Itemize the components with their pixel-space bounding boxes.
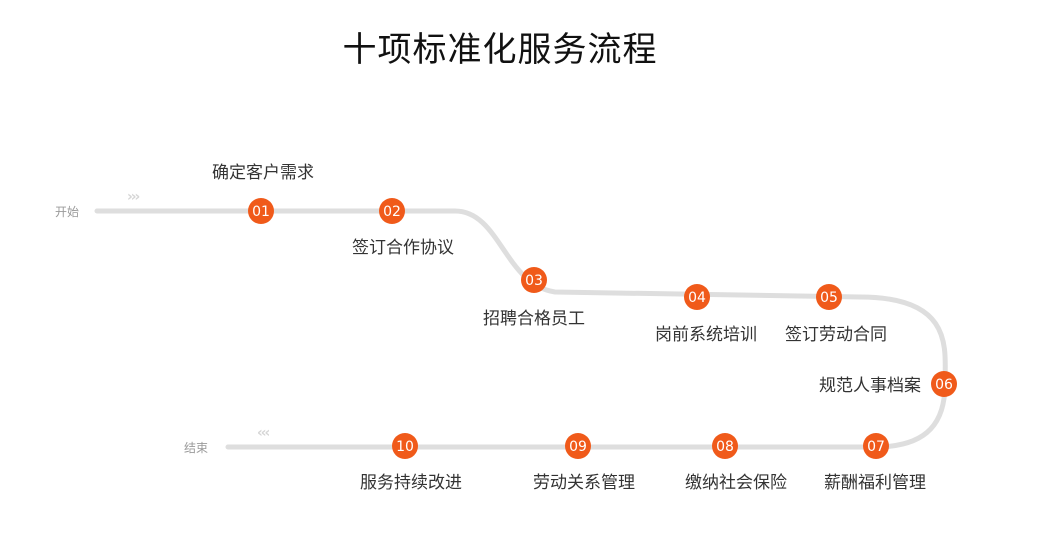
- step-05: 05 签订劳动合同: [785, 284, 887, 345]
- step-04: 04 岗前系统培训: [655, 284, 757, 345]
- flow-track: [94, 208, 948, 450]
- step-01: 01 确定客户需求: [212, 163, 314, 224]
- step-number: 05: [820, 290, 838, 306]
- step-label: 薪酬福利管理: [824, 473, 926, 493]
- step-number: 09: [569, 439, 587, 455]
- step-label: 服务持续改进: [360, 473, 462, 493]
- step-node: [816, 284, 842, 310]
- step-number: 07: [867, 439, 885, 455]
- step-number: 10: [396, 439, 414, 455]
- end-arrows-icon: ‹‹‹: [257, 425, 270, 441]
- step-node: [565, 433, 591, 459]
- step-node: [712, 433, 738, 459]
- step-node: [392, 433, 418, 459]
- step-label: 劳动关系管理: [533, 473, 635, 493]
- step-number: 01: [252, 204, 270, 220]
- step-number: 02: [383, 204, 401, 220]
- step-label: 签订合作协议: [352, 238, 454, 258]
- step-label: 签订劳动合同: [785, 325, 887, 345]
- step-09: 09 劳动关系管理: [533, 433, 635, 493]
- step-number: 03: [525, 273, 543, 289]
- step-node: [931, 371, 957, 397]
- step-label: 规范人事档案: [819, 376, 921, 396]
- step-label: 岗前系统培训: [655, 325, 757, 345]
- page-title: 十项标准化服务流程: [342, 30, 658, 70]
- end-label: 结束: [184, 441, 208, 455]
- step-03: 03 招聘合格员工: [483, 267, 585, 329]
- step-08: 08 缴纳社会保险: [685, 433, 787, 493]
- step-number: 04: [688, 290, 706, 306]
- step-label: 确定客户需求: [212, 163, 314, 183]
- step-node: [863, 433, 889, 459]
- step-10: 10 服务持续改进: [360, 433, 462, 493]
- start-arrows-icon: ›››: [127, 189, 140, 205]
- step-07: 07 薪酬福利管理: [824, 433, 926, 493]
- step-label: 招聘合格员工: [483, 309, 585, 329]
- step-label: 缴纳社会保险: [685, 473, 787, 493]
- step-06: 06 规范人事档案: [819, 371, 957, 397]
- step-number: 08: [716, 439, 734, 455]
- step-node: [684, 284, 710, 310]
- step-node: [379, 198, 405, 224]
- step-02: 02 签订合作协议: [352, 198, 454, 258]
- step-node: [248, 198, 274, 224]
- start-label: 开始: [55, 205, 79, 219]
- step-number: 06: [935, 377, 953, 393]
- step-node: [521, 267, 547, 293]
